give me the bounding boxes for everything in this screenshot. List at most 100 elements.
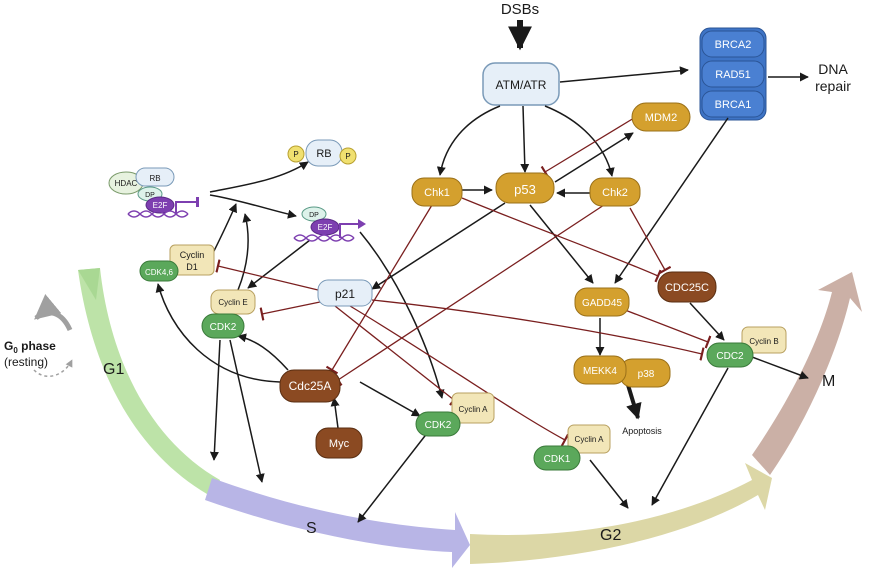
activation-arrows [155,66,809,523]
g1-arrow-tail [78,268,100,300]
arrow-cdc2-m [751,356,809,380]
inhibit-mdm2-p53 [540,117,635,179]
mekk4-node [573,355,627,385]
brca2-node [701,30,765,58]
arrow-atm-p53 [520,105,530,173]
arrow-cycline-rb [237,213,252,291]
dp-free-node [301,206,327,222]
inhibit-p21-cdc2 [371,299,705,361]
rb-bound-node [135,167,175,187]
dna-strand-free-2 [293,234,355,242]
g1-phase-arrow [78,268,220,498]
cdk1-node [533,445,581,471]
e2f-free-label: E2F [318,223,333,232]
phospho-left-label: P [293,150,298,159]
mdm2-node [631,102,691,132]
arrow-p53-p21 [371,202,506,290]
chk1-node [411,177,463,207]
promoter-block-bound [175,201,196,214]
cdc25a-node [279,369,341,403]
m-label: M [822,373,835,390]
cdk2-mid-node [415,411,461,437]
dna-strand-bound-2 [127,210,189,218]
arrow-cdc25a-cdk46 [155,283,281,383]
dna-repair-label-line1: DNA [818,61,848,77]
arrow-atm-chk2 [544,105,615,177]
arrow-cdk2left-s2 [229,339,265,483]
gadd45-node [574,287,630,317]
inhibit-gadd45-cdc2 [624,309,712,349]
mdm2-label: MDM2 [645,112,677,124]
cyclin-a-mid-node [451,392,495,424]
rb-bound-label: RB [149,174,160,183]
inhibit-chk2-cdc25c [629,207,672,275]
inhibit-p21-cyclind1 [215,259,319,291]
cyclin-a-right-node [567,424,611,454]
rad51-label: RAD51 [715,69,750,81]
mekk4-label: MEKK4 [583,366,617,377]
cdc2-node [706,342,754,368]
cdc25a-label: Cdc25A [289,379,332,393]
inhibit-chk1-cdc25c [461,197,662,283]
arrow-p53-gadd45 [529,204,594,284]
myc-node [315,427,363,459]
resting-label: (resting) [4,355,48,369]
arrow-brca1-gadd45 [614,117,729,284]
chk2-label: Chk2 [602,187,628,199]
s-phase-arrow [205,478,470,568]
cyclin-a-mid-label: Cyclin A [459,405,489,414]
cyclin-d1-node [169,244,215,276]
dna-repair-stack: BRCA2 RAD51 BRCA1 [699,27,767,121]
rb-e2f-complex: HDAC RB DP E2F P RB P DP E2F [108,139,366,242]
inhibition-lines [215,117,712,447]
cdk46-label: CDK4,6 [145,268,174,277]
atm-atr-node [482,62,560,106]
g2-phase-arrow [470,463,772,564]
inhibit-p21-cdk2mid [334,305,459,406]
brca1-node [701,90,765,118]
dna-repair-label-line2: repair [815,78,851,94]
cdc25c-label: CDC25C [665,282,709,294]
cdk2-left-label: CDK2 [210,322,237,333]
cyclin-d1-label-line2: D1 [186,262,198,272]
cyclin-e-label: Cyclin E [218,298,247,307]
myc-label: Myc [329,438,350,450]
arrow-atm-repair [559,66,689,83]
arrow-cdc25c-cdc2 [689,302,725,341]
cdc2-label: CDC2 [716,351,744,362]
inhibit-chk2-cdc25a [333,204,605,387]
s-label: S [306,520,317,537]
inhibit-p21-cycline [259,301,321,321]
phospho-right-label: P [345,152,350,161]
arrow-rbcomplex-prb [209,161,309,193]
cyclin-a-right-label: Cyclin A [575,435,605,444]
cyclin-d1-label-line1: Cyclin [180,250,205,260]
g1-label: G1 [103,361,124,378]
phospho-right-node [339,147,357,165]
dp-bound-label: DP [145,192,155,199]
promoter-block-bar [196,197,199,207]
dp-free-label: DP [309,212,319,219]
hdac-label: HDAC [115,179,138,188]
arrow-rbcomplex-e2f [209,194,297,219]
arrow-p53-mdm2 [554,132,634,183]
inhibit-chk1-cdc25a [325,204,433,375]
dna-strand-free [293,234,355,242]
arrow-cyclind1-rb [211,203,237,256]
dna-strand-bound [127,210,189,218]
chk2-node [589,177,641,207]
arrow-cdk2mid-s [357,431,429,523]
p53-node [495,172,555,204]
arrow-e2f-cycline [247,239,311,289]
arrow-cdc2-g2 [651,367,729,506]
apoptosis-label: Apoptosis [622,426,662,436]
e2f-bound-label: E2F [153,201,168,210]
promoter-arrow-free [339,223,360,238]
chk1-label: Chk1 [424,187,450,199]
gadd45-label: GADD45 [582,298,622,309]
e2f-bound-node [145,196,175,214]
g2-label: G2 [600,527,621,544]
cdk2-mid-label: CDK2 [425,420,452,431]
